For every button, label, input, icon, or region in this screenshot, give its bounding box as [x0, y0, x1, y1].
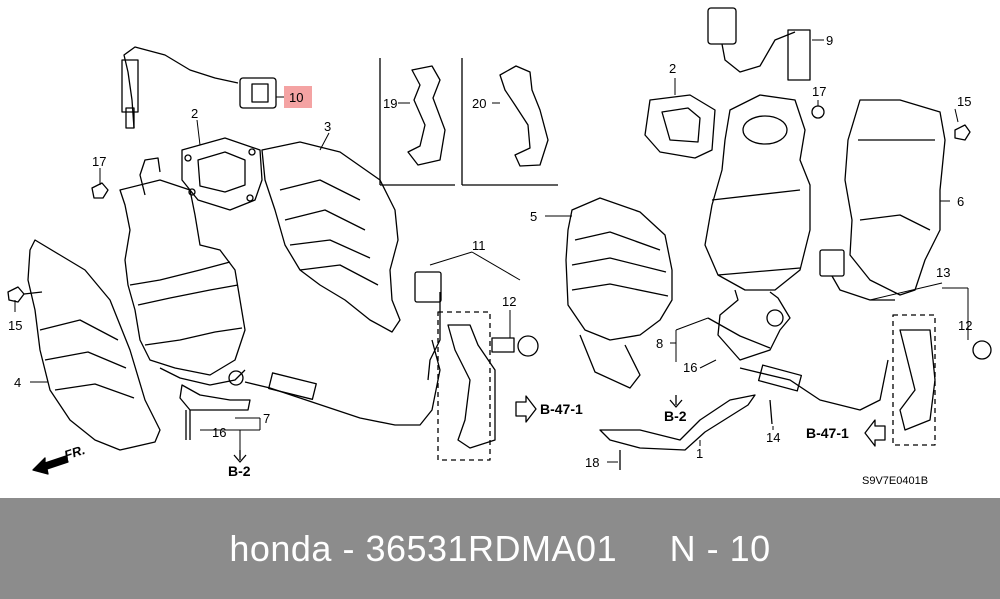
part-number-15-left: 15 [8, 318, 22, 333]
caption-bar: honda - 36531RDMA01 N - 10 [0, 498, 1000, 599]
part-number-18: 18 [585, 455, 599, 470]
part-number-5: 5 [530, 209, 537, 224]
part-number-19: 19 [383, 96, 397, 111]
heat-shield-right-6 [844, 99, 946, 296]
part-number-8: 8 [656, 336, 663, 351]
right-exhaust-manifold [704, 94, 811, 361]
heat-shield-right-5 [565, 197, 673, 389]
ref-b2-right: B-2 [664, 408, 687, 424]
oxygen-sensor-upper-left [121, 46, 277, 129]
part-number-15-right: 15 [957, 94, 971, 109]
part-number-17-right: 17 [812, 84, 826, 99]
gasket-right [644, 94, 716, 159]
arrow-down-icon [669, 395, 683, 408]
part-number-16-left: 16 [212, 425, 226, 440]
front-label: FR. [62, 442, 87, 463]
oxygen-sensor-lower-left [244, 339, 441, 426]
arrow-right-icon [515, 395, 537, 423]
part-number-16-right: 16 [683, 360, 697, 375]
heat-shield-upper-left [261, 141, 401, 333]
bolts-left [7, 182, 109, 303]
inset-box-19-20 [379, 58, 558, 186]
caption-text: honda - 36531RDMA01 N - 10 [229, 527, 771, 569]
ref-b2-left: B-2 [228, 463, 251, 479]
part-number-12-right: 12 [958, 318, 972, 333]
part-number-2-left: 2 [191, 106, 198, 121]
part-labels: 10 2 3 17 15 4 19 20 11 12 7 16 2 9 17 1… [8, 33, 972, 470]
ref-b47-left: B-47-1 [540, 401, 583, 417]
reference-arrows: B-47-1 B-47-1 B-2 B-2 [228, 395, 886, 479]
part-number-3: 3 [324, 119, 331, 134]
oxygen-sensor-lower-right [599, 249, 992, 470]
arrow-down-icon [233, 450, 247, 463]
gasket-left [181, 137, 263, 211]
arrow-left-icon [864, 419, 886, 447]
diagram-code: S9V7E0401B [862, 475, 928, 487]
part-number-10: 10 [289, 90, 303, 105]
front-direction-indicator: FR. [32, 442, 87, 475]
part-number-11: 11 [472, 238, 486, 253]
front-arrow-icon [32, 455, 69, 475]
leader-lines [14, 39, 969, 463]
part-number-17-left: 17 [92, 154, 106, 169]
part-number-9: 9 [826, 33, 833, 48]
exploded-view-drawing: 10 2 3 17 15 4 19 20 11 12 7 16 2 9 17 1… [7, 7, 992, 487]
part-number-4: 4 [14, 375, 21, 390]
left-exhaust-manifold [119, 157, 251, 440]
part-number-14: 14 [766, 430, 780, 445]
ref-b47-right: B-47-1 [806, 425, 849, 441]
part-number-6: 6 [957, 194, 964, 209]
part-number-20: 20 [472, 96, 486, 111]
bracket-assembly-left [414, 271, 539, 461]
part-number-13: 13 [936, 265, 950, 280]
parts-diagram: 10 2 3 17 15 4 19 20 11 12 7 16 2 9 17 1… [7, 7, 992, 487]
heat-shield-lower-left [27, 239, 161, 451]
highlight-part-10 [284, 86, 312, 108]
oxygen-sensor-upper-right [707, 7, 971, 141]
part-number-7: 7 [263, 411, 270, 426]
part-number-1: 1 [696, 446, 703, 461]
part-number-2-right: 2 [669, 61, 676, 76]
part-number-12-left: 12 [502, 294, 516, 309]
